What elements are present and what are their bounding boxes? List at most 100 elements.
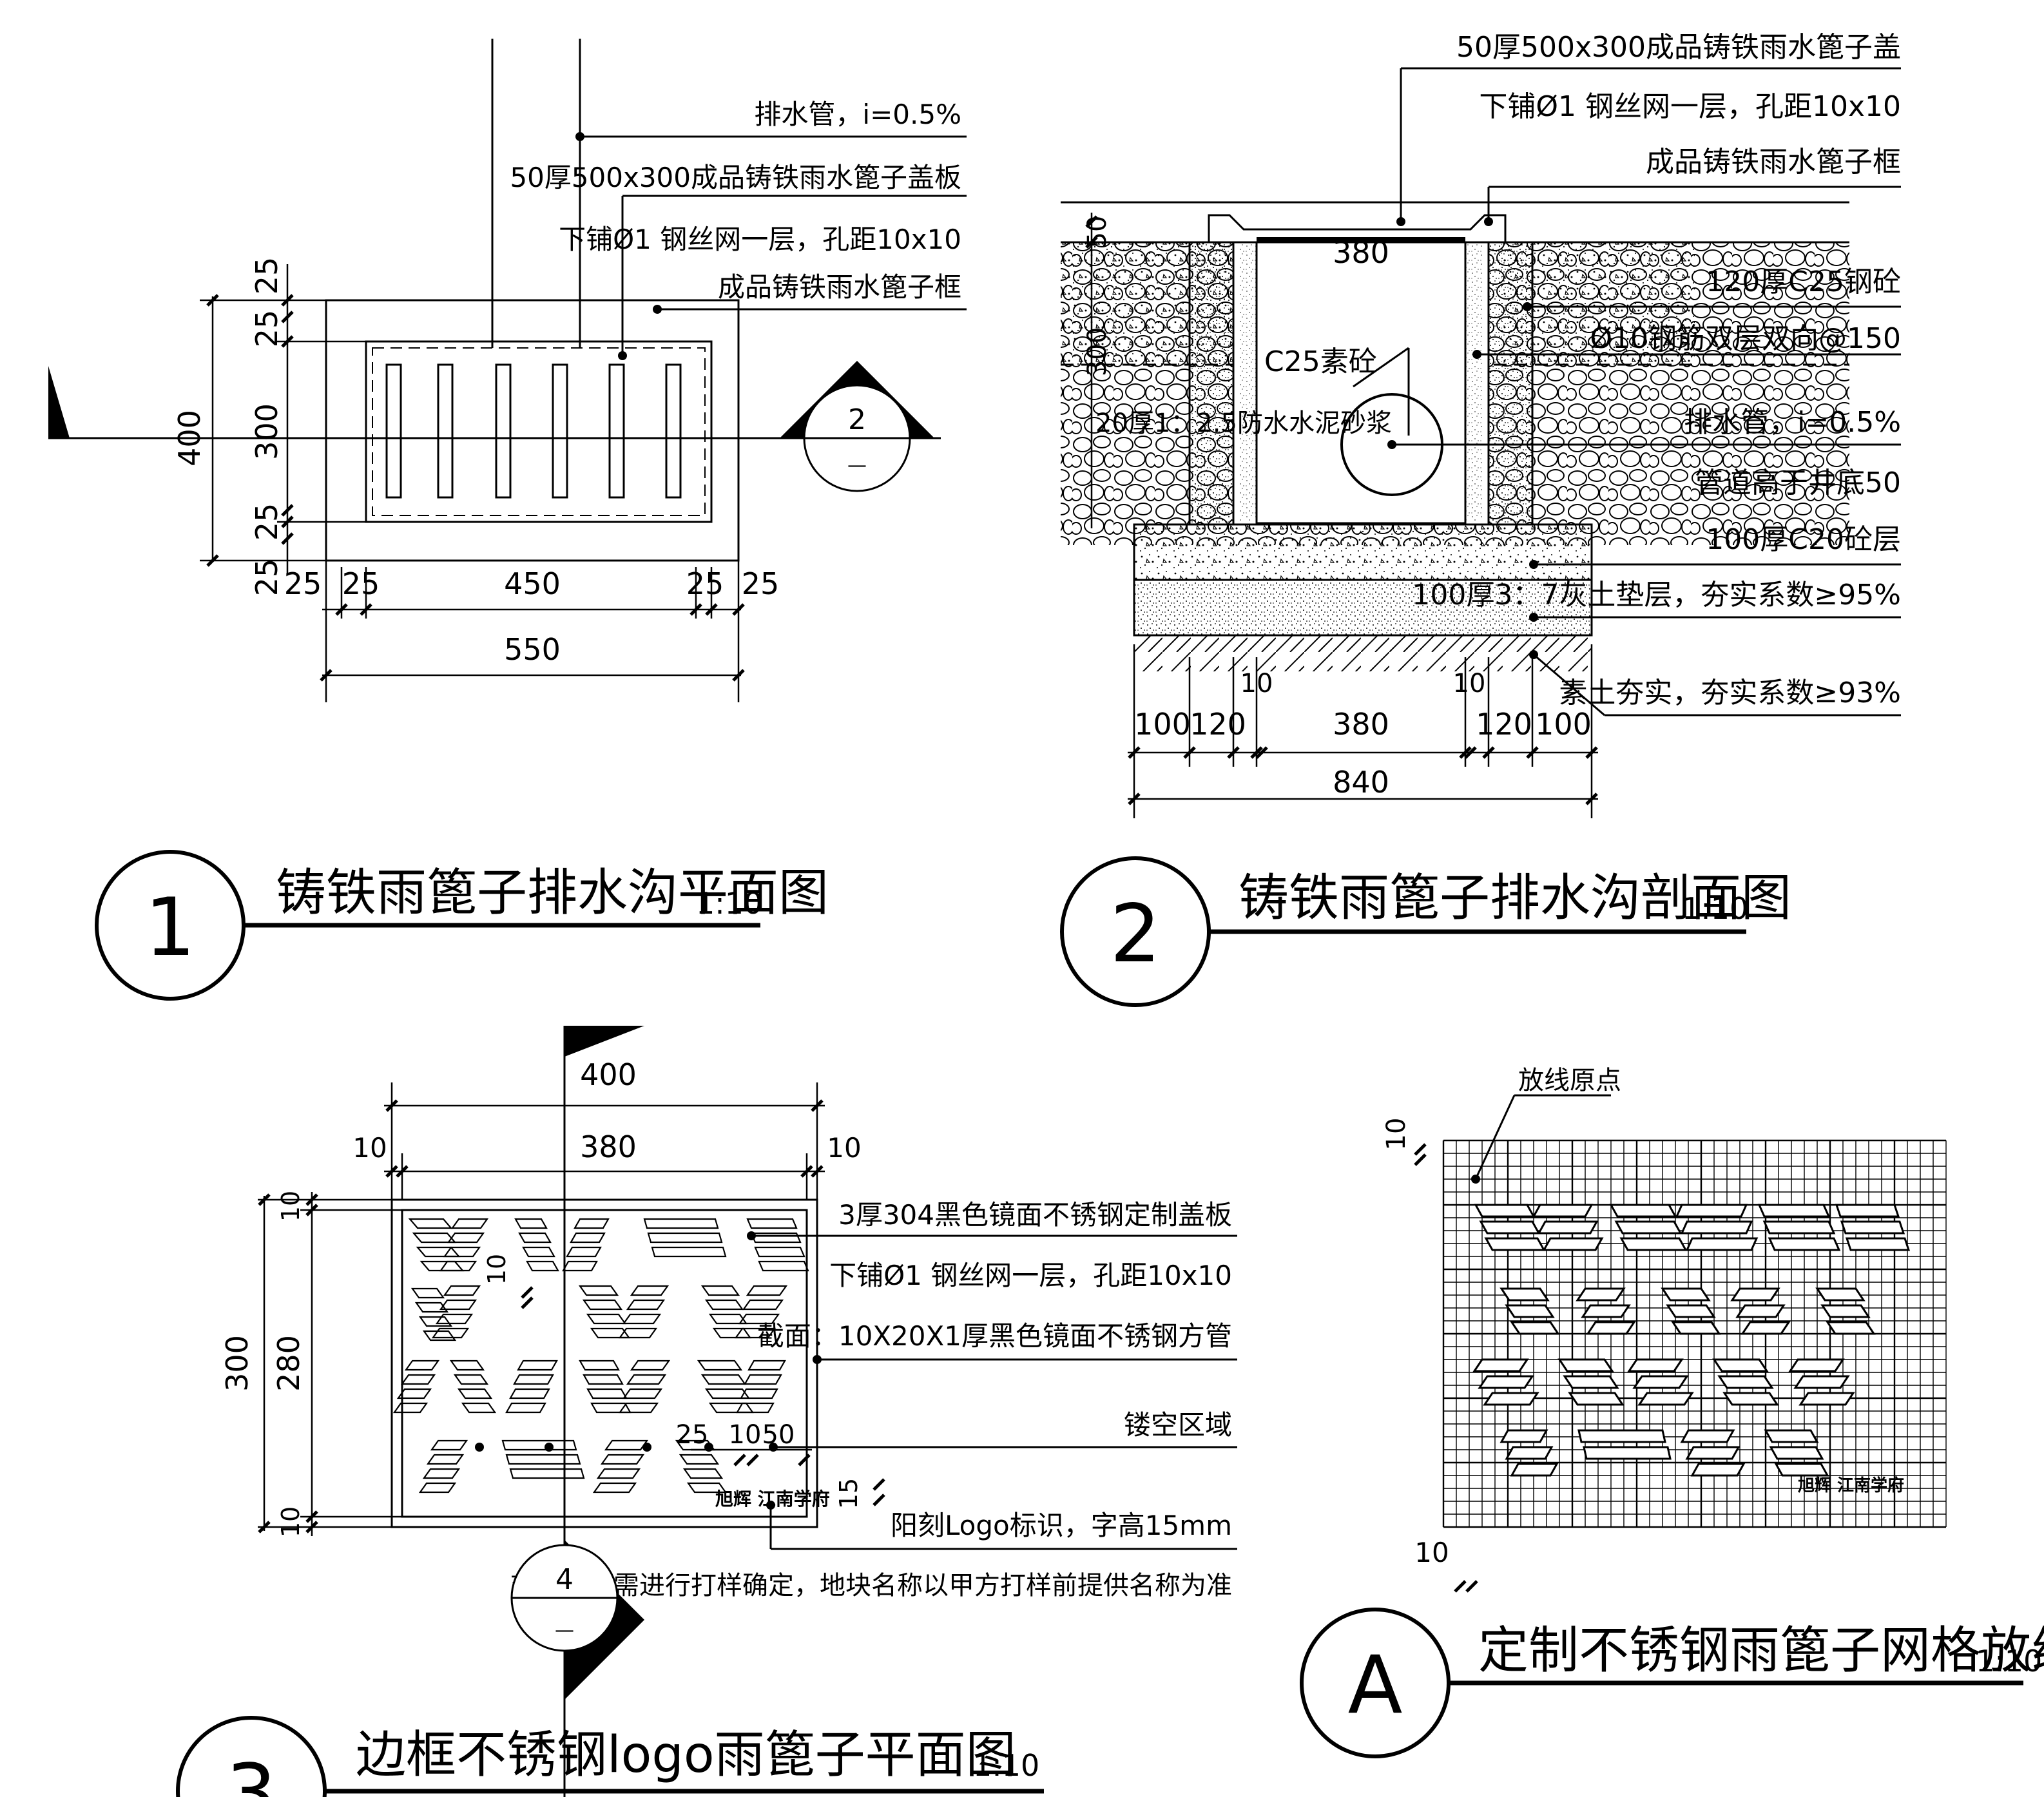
hollow-slot xyxy=(736,1402,775,1414)
hollow-slot xyxy=(439,1260,477,1272)
grid-slot xyxy=(1627,1358,1684,1372)
hollow-slot xyxy=(447,1232,485,1244)
grid-slot xyxy=(1815,1287,1866,1302)
leader-mesh: 下铺Ø1 钢丝网一层，孔距10x10 xyxy=(1479,90,1901,123)
dim-bottom: 10 xyxy=(1414,1537,1449,1568)
drawing-badge: 3 xyxy=(226,1747,277,1797)
hollow-slot xyxy=(562,1260,598,1272)
hollow-slot xyxy=(682,1468,724,1479)
grid-slot xyxy=(1637,1392,1694,1406)
leader-dots xyxy=(475,1231,822,1510)
hollow-slot xyxy=(501,1439,577,1451)
leader-texts: 3厚304黑色镜面不锈钢定制盖板 下铺Ø1 钢丝网一层，孔距10x10 截面：1… xyxy=(510,1199,1232,1600)
grid-slot xyxy=(1768,1237,1841,1251)
ground-and-layers xyxy=(1061,201,1849,671)
hollow-slot xyxy=(505,1402,546,1414)
dim-side-300: 300 xyxy=(1083,327,1112,376)
grid-slot xyxy=(1619,1237,1688,1251)
hollow-slot xyxy=(750,1232,802,1244)
grid-slot xyxy=(1685,1237,1759,1251)
dimension-ticks xyxy=(258,1099,885,1533)
grid-slot xyxy=(1505,1446,1554,1460)
grid-slot xyxy=(1537,1220,1599,1235)
hollow-slot xyxy=(626,1299,666,1311)
leader-c20: 100厚C20砼层 xyxy=(1706,523,1901,556)
dim-top-400: 400 xyxy=(580,1057,637,1092)
hollow-slot xyxy=(518,1232,552,1244)
leader-frame: 成品铸铁雨水篦子框 xyxy=(1646,146,1901,178)
grid-slot xyxy=(1690,1463,1746,1477)
hollow-slot xyxy=(630,1360,671,1371)
dim-mid-10: 10 xyxy=(483,1254,511,1285)
hollow-slot xyxy=(526,1260,559,1272)
dim-bottom-c: 380 xyxy=(1333,707,1389,742)
dimension-ticks xyxy=(1085,215,1598,805)
dim-logo-v-15: 15 xyxy=(834,1478,863,1509)
hollow-slot xyxy=(626,1374,667,1385)
hollow-slot xyxy=(600,1454,645,1465)
hollow-slot xyxy=(700,1285,740,1296)
plan-drawing-1: 400 25 25 300 25 25 25 25 450 25 25 550 … xyxy=(48,39,967,1001)
drawing-title-text: 铸铁雨篦子排水沟剖面图 xyxy=(1239,869,1791,927)
grid-slot xyxy=(1764,1429,1819,1443)
leader-texts: 排水管，i=0.5% 50厚500x300成品铸铁雨水篦子盖板 下铺Ø1 钢丝网… xyxy=(510,99,961,303)
grid-slot xyxy=(1722,1392,1779,1406)
dim-h-e: 25 xyxy=(742,566,780,601)
grid-slot xyxy=(1583,1446,1672,1460)
hollow-slot xyxy=(697,1360,743,1371)
dim-v-small-top: 10 xyxy=(276,1191,305,1222)
dim-v-280: 280 xyxy=(271,1335,306,1392)
grid-slot xyxy=(1835,1204,1900,1218)
dimension-texts: 380 50 300 10 10 100 120 380 120 100 840 xyxy=(1083,216,1592,800)
leader-lines xyxy=(1353,67,1901,716)
hollow-slot xyxy=(461,1402,497,1414)
grid-slot xyxy=(1563,1375,1619,1389)
bar-slot xyxy=(552,363,568,499)
dim-logo-a: 25 xyxy=(676,1420,709,1450)
grid-slot xyxy=(1740,1321,1791,1335)
note-engraving: 刻字样式需进行打样确定，地块名称以甲方打样前提供名称为准 xyxy=(510,1571,1232,1600)
section-mark-4: 4 — xyxy=(510,1540,644,1700)
hollow-slot xyxy=(439,1299,477,1311)
hollow-slot xyxy=(566,1246,602,1258)
cover-bar-slots xyxy=(385,363,682,499)
hollow-slot xyxy=(443,1285,481,1296)
hollow-slot xyxy=(704,1299,744,1311)
grid-slot xyxy=(1505,1304,1555,1318)
hollow-slot xyxy=(431,1327,470,1339)
hollow-slot xyxy=(570,1232,606,1244)
hollow-slot xyxy=(522,1246,555,1258)
drawing-scale: 1:10 xyxy=(1682,891,1748,926)
hollow-slot xyxy=(746,1285,788,1296)
dimension-ticks xyxy=(206,294,745,682)
grid-slot xyxy=(1757,1204,1831,1218)
leader-logo: 阳刻Logo标识，字高15mm xyxy=(891,1510,1232,1541)
grid-slot xyxy=(1730,1287,1780,1302)
hollow-slot xyxy=(457,1388,493,1399)
hollow-slot xyxy=(596,1468,641,1479)
hollow-slot xyxy=(396,1388,432,1399)
hollow-slot xyxy=(643,1218,719,1229)
grid-slot xyxy=(1680,1220,1753,1235)
hollow-slot xyxy=(574,1218,610,1229)
hollow-slot xyxy=(582,1299,623,1311)
dim-v-e: 25 xyxy=(249,559,284,597)
hollow-slot xyxy=(758,1260,809,1272)
grid-slot xyxy=(1675,1204,1748,1218)
hollow-slot xyxy=(408,1218,453,1229)
hollow-slot xyxy=(517,1360,558,1371)
dim-v-c: 300 xyxy=(249,403,284,460)
hollow-slot xyxy=(414,1302,449,1313)
drawing-title: 3 边框不锈钢logo雨篦子平面图 1:10 xyxy=(176,1716,1044,1797)
leader-drain-pipe: 排水管，i=0.5% xyxy=(754,99,961,130)
grid-slot xyxy=(1798,1392,1855,1406)
grid-slot xyxy=(1609,1204,1677,1218)
grid-slot xyxy=(1474,1204,1536,1218)
hollow-slot xyxy=(700,1374,747,1385)
grid-slot xyxy=(1712,1358,1769,1372)
leader-lines xyxy=(751,1235,1237,1550)
grid-slot xyxy=(1510,1463,1559,1477)
cover-outlines xyxy=(325,299,740,562)
leader-texts: 50厚500x300成品铸铁雨水篦子盖 下铺Ø1 钢丝网一层，孔距10x10 成… xyxy=(1095,31,1901,709)
hollow-slot xyxy=(422,1330,457,1341)
